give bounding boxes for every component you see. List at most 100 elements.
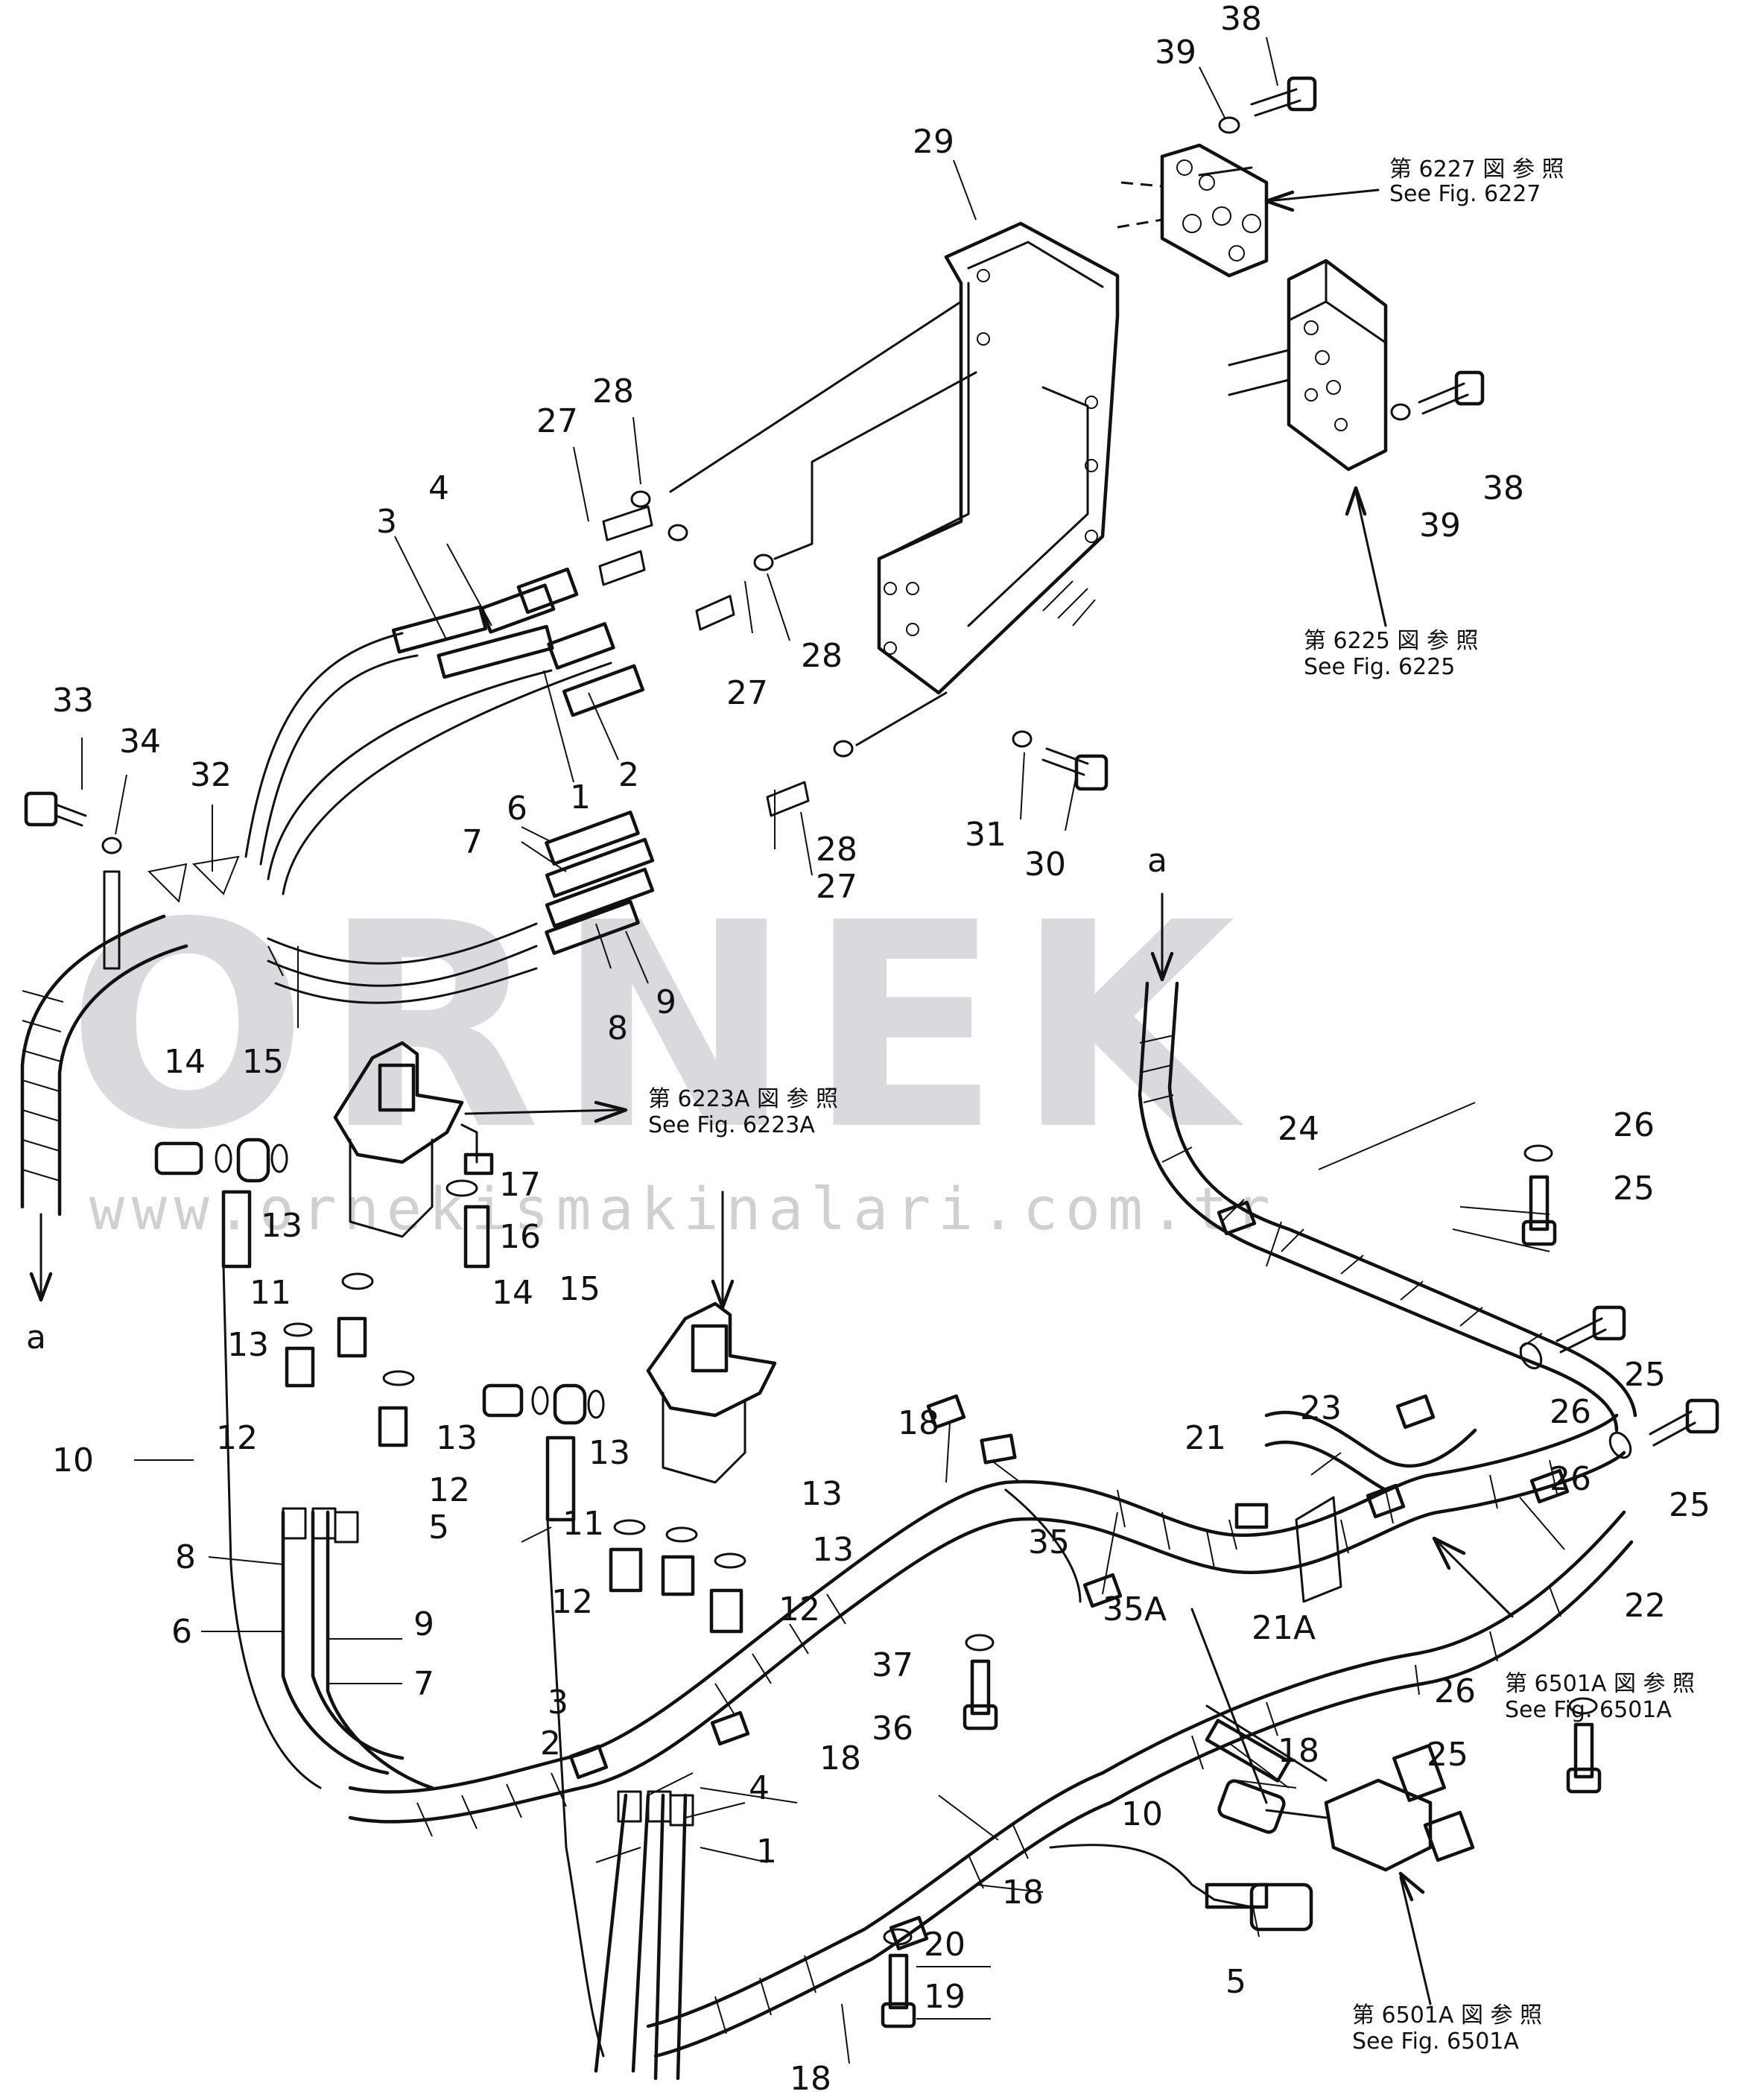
connector-arrows bbox=[29, 892, 1174, 1302]
part-30: 30 bbox=[1024, 846, 1066, 884]
reference-labels: 第 6227 図 参 照 See Fig. 6227 第 6225 図 参 照 … bbox=[648, 156, 1695, 2055]
part-37: 37 bbox=[872, 1646, 913, 1684]
part-27-b: 27 bbox=[726, 674, 768, 712]
part-24: 24 bbox=[1278, 1110, 1319, 1148]
part-13-b: 13 bbox=[227, 1326, 269, 1364]
part-10-b: 10 bbox=[1121, 1795, 1163, 1833]
part-4-a: 4 bbox=[428, 469, 449, 507]
connector-a-right: a bbox=[1147, 842, 1167, 880]
valve-6225 bbox=[1228, 258, 1388, 472]
fittings-left bbox=[154, 1138, 494, 1447]
part-25-a: 25 bbox=[1613, 1170, 1655, 1208]
ref-6223A-jp: 第 6223A 図 参 照 bbox=[648, 1086, 838, 1112]
ref-6223A-en: See Fig. 6223A bbox=[648, 1112, 815, 1138]
part-18-c: 18 bbox=[1278, 1732, 1319, 1770]
part-20: 20 bbox=[924, 1926, 965, 1964]
part-8-a: 8 bbox=[607, 1009, 628, 1047]
part-15-b: 15 bbox=[559, 1270, 600, 1308]
part-4-b: 4 bbox=[749, 1769, 770, 1807]
ref-6225-jp: 第 6225 図 参 照 bbox=[1304, 628, 1479, 654]
pilot-valve-upper bbox=[333, 1041, 628, 1238]
mounting-bracket bbox=[877, 221, 1120, 695]
part-12-a: 12 bbox=[216, 1419, 258, 1457]
connector-a-left: a bbox=[26, 1319, 46, 1357]
bolt-38-top bbox=[1218, 76, 1317, 134]
part-23: 23 bbox=[1300, 1389, 1342, 1427]
part-18-a: 18 bbox=[898, 1404, 939, 1442]
part-3-a: 3 bbox=[376, 503, 397, 541]
hose-bundles-vertical bbox=[222, 1265, 694, 2081]
connector-labels: a a bbox=[26, 842, 1167, 1357]
part-11-b: 11 bbox=[562, 1505, 604, 1543]
hoses-10-5-right bbox=[1004, 1488, 1328, 1909]
ref-6501A-top-jp: 第 6501A 図 参 照 bbox=[1505, 1671, 1695, 1697]
part-19: 19 bbox=[924, 1978, 965, 2016]
part-39-b: 39 bbox=[1419, 507, 1461, 545]
part-labels: 38 39 29 38 39 28 27 4 3 28 27 2 1 33 34… bbox=[52, 0, 1710, 2098]
part-26-b: 26 bbox=[1550, 1393, 1591, 1431]
part-13-a: 13 bbox=[261, 1207, 302, 1245]
part-28-a: 28 bbox=[592, 372, 634, 410]
part-18-d: 18 bbox=[1002, 1874, 1044, 1912]
watermark-brand: ORNEK bbox=[67, 862, 1250, 1192]
part-13-e: 13 bbox=[801, 1475, 843, 1513]
part-28-c: 28 bbox=[816, 831, 857, 869]
watermark: ORNEK www.ornekismakinalari.com.tr bbox=[67, 862, 1278, 1243]
part-18-b: 18 bbox=[819, 1739, 861, 1777]
part-8-b: 8 bbox=[175, 1538, 196, 1576]
watermark-url: www.ornekismakinalari.com.tr bbox=[89, 1176, 1278, 1243]
part-9-b: 9 bbox=[413, 1605, 434, 1643]
part-13-f: 13 bbox=[812, 1531, 854, 1569]
part-34: 34 bbox=[119, 723, 161, 761]
part-38-a: 38 bbox=[1220, 0, 1262, 38]
part-32: 32 bbox=[190, 756, 232, 794]
part-31: 31 bbox=[965, 816, 1006, 854]
part-14-b: 14 bbox=[492, 1274, 533, 1312]
main-harness bbox=[348, 981, 1637, 2058]
part-22: 22 bbox=[1624, 1587, 1666, 1625]
part-5-b: 5 bbox=[1225, 1963, 1246, 2001]
part-15-a: 15 bbox=[242, 1043, 284, 1081]
part-1-a: 1 bbox=[570, 778, 591, 816]
part-7-a: 7 bbox=[462, 823, 483, 861]
part-5-a: 5 bbox=[428, 1509, 449, 1547]
bolt-30 bbox=[1012, 730, 1109, 791]
part-2-a: 2 bbox=[618, 756, 639, 794]
left-harness bbox=[20, 855, 240, 1216]
part-21A: 21A bbox=[1252, 1609, 1316, 1647]
reference-arrows bbox=[1264, 188, 1514, 1618]
pilot-valve-lower bbox=[646, 1190, 777, 1484]
part-27-a: 27 bbox=[536, 402, 578, 440]
ref-6225-en: See Fig. 6225 bbox=[1304, 654, 1455, 680]
upper-hoses bbox=[244, 300, 977, 1004]
part-26-a: 26 bbox=[1613, 1106, 1655, 1144]
part-6-b: 6 bbox=[171, 1613, 192, 1651]
bolt-33 bbox=[24, 791, 122, 854]
part-33: 33 bbox=[52, 682, 94, 720]
part-21: 21 bbox=[1185, 1419, 1226, 1457]
part-29: 29 bbox=[913, 123, 954, 161]
part-9-a: 9 bbox=[656, 983, 676, 1021]
ref-6501A-bottom-jp: 第 6501A 図 参 照 bbox=[1352, 2002, 1542, 2028]
bolt-36 bbox=[963, 1634, 998, 1731]
part-35A: 35A bbox=[1103, 1590, 1167, 1628]
part-25-b: 25 bbox=[1624, 1356, 1666, 1394]
part-13-d: 13 bbox=[589, 1434, 630, 1472]
part-2-b: 2 bbox=[540, 1725, 561, 1763]
bolt-38-right bbox=[1390, 370, 1485, 421]
part-3-b: 3 bbox=[548, 1684, 568, 1722]
ref-6501A-bottom-en: See Fig. 6501A bbox=[1352, 2028, 1519, 2055]
valve-6501A bbox=[1213, 1744, 1475, 2005]
part-28-b: 28 bbox=[801, 637, 843, 675]
part-11-a: 11 bbox=[250, 1274, 291, 1312]
ref-6501A-top-en: See Fig. 6501A bbox=[1505, 1697, 1672, 1723]
bolt-25-group bbox=[1519, 1144, 1719, 1794]
ref-6227-en: See Fig. 6227 bbox=[1389, 181, 1541, 207]
part-13-c: 13 bbox=[436, 1419, 478, 1457]
bolt-19 bbox=[881, 1928, 916, 2028]
ref-6227-jp: 第 6227 図 参 照 bbox=[1389, 156, 1564, 183]
part-25-c: 25 bbox=[1669, 1486, 1710, 1524]
part-14-a: 14 bbox=[164, 1043, 206, 1081]
part-18-e: 18 bbox=[790, 2060, 831, 2097]
